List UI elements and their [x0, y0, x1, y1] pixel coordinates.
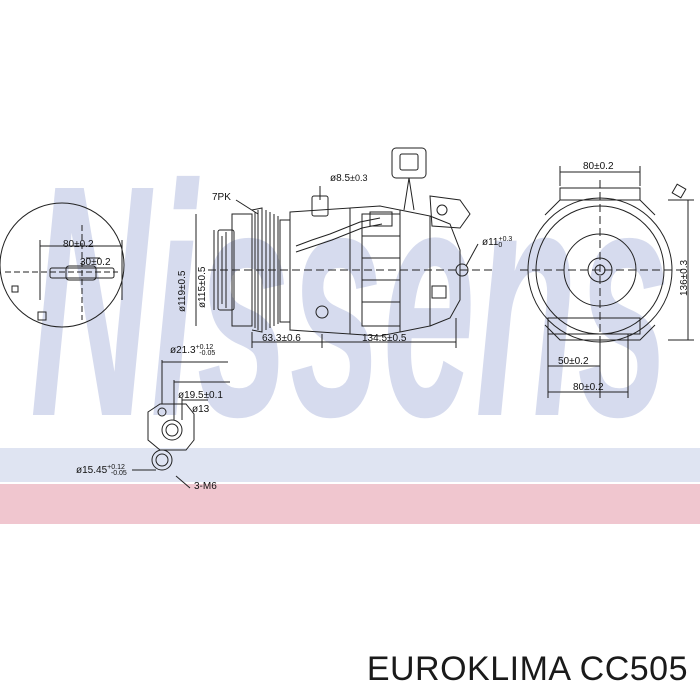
part-number: CC505 [579, 650, 688, 688]
front-width-bottom-label: 80±0.2 [573, 382, 604, 393]
boss-diameter-label: ø11+0.30 [482, 236, 513, 249]
flange-diameter-15-label: ø15.45+0.12-0.05 [76, 464, 127, 477]
left-detail-view [0, 202, 125, 328]
length-134-label: 134.5±0.5 [362, 333, 407, 344]
flange-diameter-13-label: ø13 [192, 404, 210, 415]
compressor-side-view [195, 147, 492, 348]
pulley-diameter-119: ø119±0.5 [177, 270, 188, 312]
pulley-diameter-115: ø115±0.5 [197, 266, 208, 308]
blue-band [0, 448, 700, 482]
detail-width-30-label: 30±0.2 [80, 257, 111, 268]
flange-diameter-21-label: ø21.3+0.12-0.05 [170, 344, 216, 357]
brand-name: EUROKLIMA [366, 650, 570, 688]
length-63-label: 63.3±0.6 [262, 333, 301, 344]
product-caption: EUROKLIMA CC505 [367, 652, 688, 686]
front-width-top-label: 80±0.2 [583, 161, 614, 172]
detail-width-80-label: 80±0.2 [63, 239, 94, 250]
belt-label: 7PK [212, 192, 231, 203]
front-offset-50-label: 50±0.2 [558, 356, 589, 367]
port-diameter-label: ø8.5±0.3 [330, 173, 368, 184]
flange-detail [132, 360, 230, 489]
compressor-front-view [520, 166, 694, 398]
thread-label: 3-M6 [194, 481, 217, 492]
flange-diameter-19-label: ø19.5±0.1 [178, 390, 223, 401]
pink-band [0, 484, 700, 524]
front-height-label: 136±0.3 [679, 259, 690, 296]
